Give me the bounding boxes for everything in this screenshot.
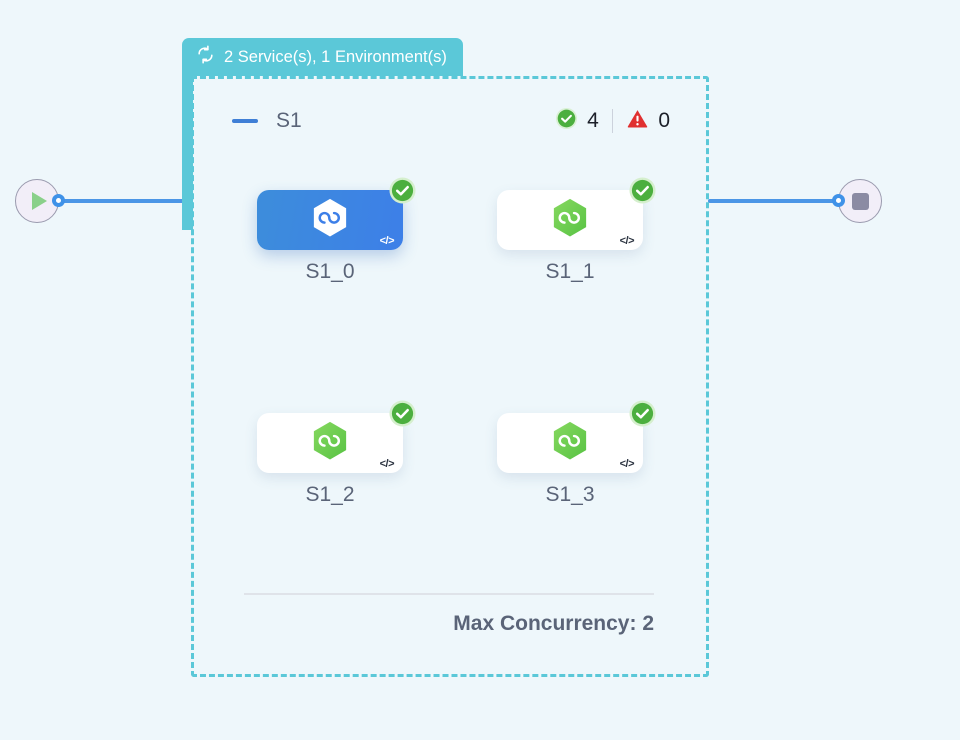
service-node-card[interactable]: </> bbox=[497, 413, 643, 473]
hexagon-infinity-icon bbox=[548, 419, 592, 468]
service-node-s1-2[interactable]: </> S1_2 bbox=[257, 400, 416, 506]
group-tab-stub bbox=[182, 70, 193, 230]
check-circle-icon bbox=[555, 107, 578, 135]
service-node-card[interactable]: </> bbox=[497, 190, 643, 250]
group-container bbox=[191, 76, 709, 677]
check-circle-icon bbox=[389, 400, 416, 432]
service-node-card[interactable]: </> bbox=[257, 190, 403, 250]
group-header: S1 4 0 bbox=[232, 105, 670, 137]
service-node-label: S1_3 bbox=[545, 483, 595, 506]
code-glyph-icon: </> bbox=[619, 235, 635, 247]
play-icon bbox=[32, 192, 47, 210]
max-concurrency-label: Max Concurrency: 2 bbox=[453, 612, 654, 635]
service-node-label: S1_1 bbox=[545, 260, 595, 283]
hexagon-infinity-icon bbox=[308, 419, 352, 468]
service-node-label: S1_2 bbox=[305, 483, 355, 506]
group-title: S1 bbox=[276, 109, 302, 132]
service-node-s1-3[interactable]: </> S1_3 bbox=[497, 400, 656, 506]
group-tab-label: 2 Service(s), 1 Environment(s) bbox=[224, 47, 447, 66]
stop-icon bbox=[851, 192, 869, 210]
end-node-input-handle[interactable] bbox=[832, 194, 845, 207]
minus-icon[interactable] bbox=[232, 119, 258, 123]
success-count: 4 bbox=[587, 109, 599, 132]
check-circle-icon bbox=[629, 400, 656, 432]
group-footer-divider bbox=[244, 593, 654, 595]
service-node-label: S1_0 bbox=[305, 260, 355, 283]
service-node-card[interactable]: </> bbox=[257, 413, 403, 473]
status-divider bbox=[611, 109, 614, 133]
warning-count: 0 bbox=[658, 109, 670, 132]
service-node-s1-1[interactable]: </> S1_1 bbox=[497, 177, 656, 283]
edge-start-to-group[interactable] bbox=[58, 199, 190, 203]
code-glyph-icon: </> bbox=[619, 458, 635, 470]
hexagon-infinity-icon bbox=[548, 196, 592, 245]
loop-refresh-icon bbox=[196, 45, 215, 69]
start-node[interactable] bbox=[15, 179, 59, 223]
check-circle-icon bbox=[629, 177, 656, 209]
start-node-output-handle[interactable] bbox=[52, 194, 65, 207]
service-node-s1-0[interactable]: </> S1_0 bbox=[257, 177, 416, 283]
group-tab[interactable]: 2 Service(s), 1 Environment(s) bbox=[182, 38, 463, 76]
code-glyph-icon: </> bbox=[379, 235, 395, 247]
edge-group-to-end[interactable] bbox=[708, 199, 840, 203]
check-circle-icon bbox=[389, 177, 416, 209]
code-glyph-icon: </> bbox=[379, 458, 395, 470]
hexagon-infinity-icon bbox=[308, 196, 352, 245]
group-status-summary: 4 0 bbox=[555, 107, 670, 135]
warning-triangle-icon bbox=[626, 107, 649, 135]
